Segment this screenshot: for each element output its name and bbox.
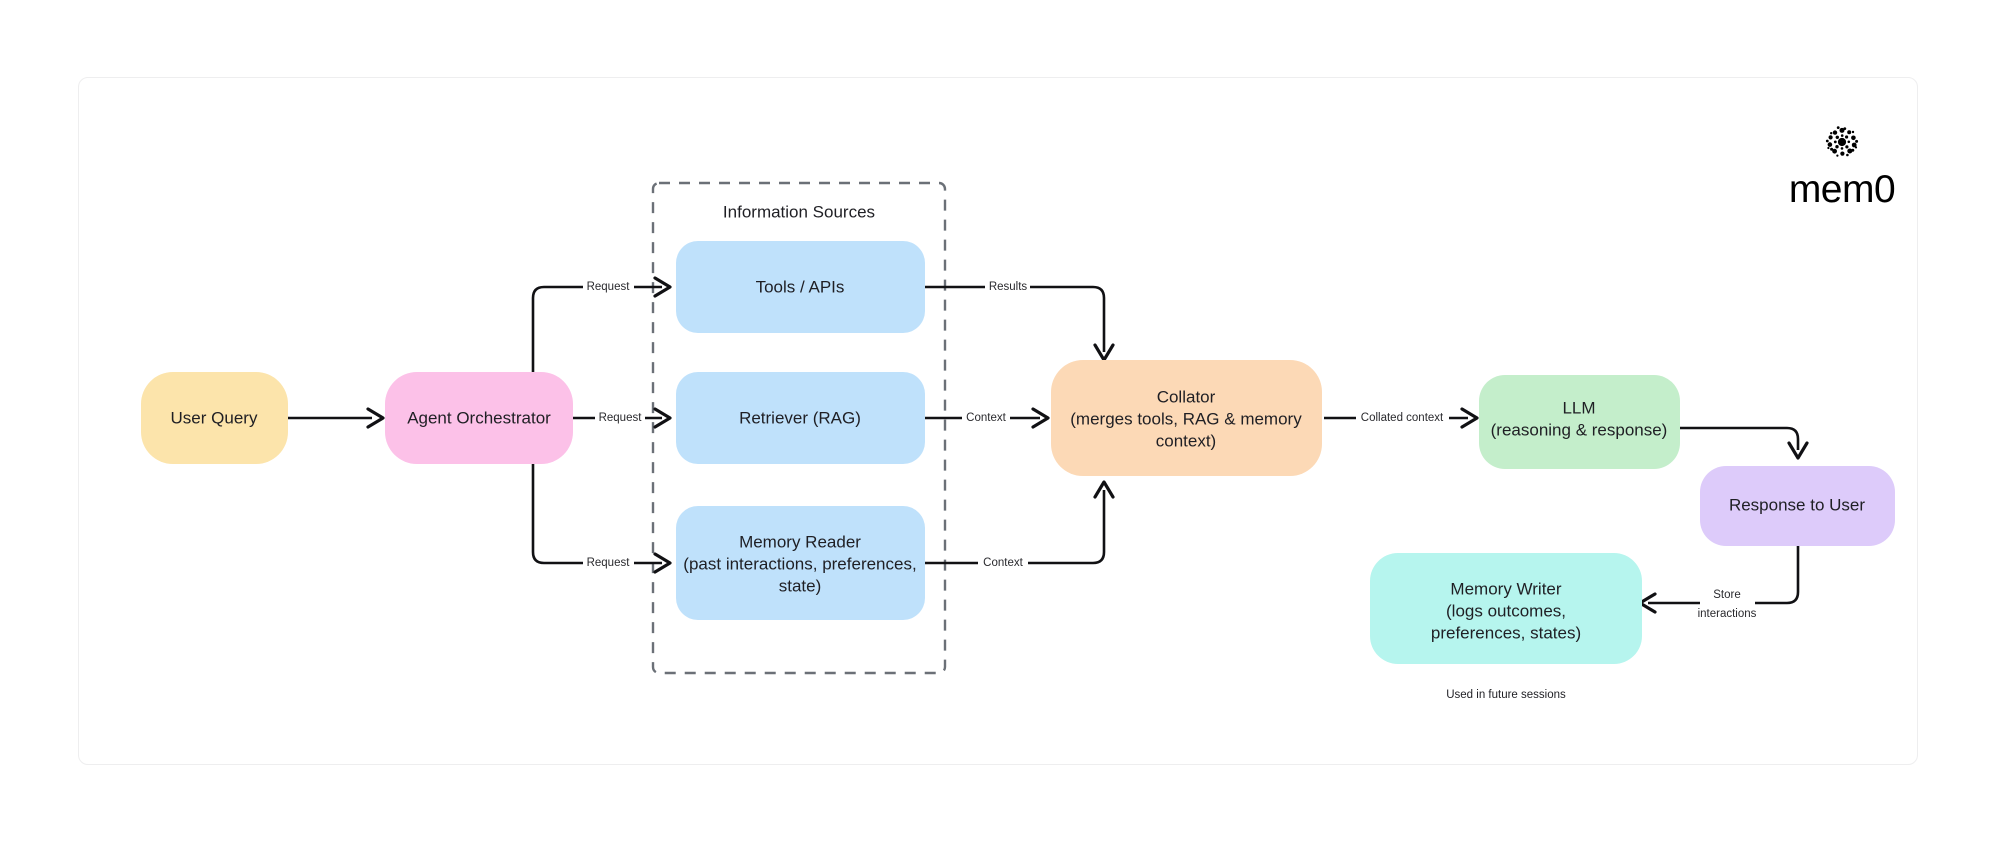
edge-label-request-retriever: Request: [599, 412, 643, 424]
node-memory-writer-label-line2: (logs outcomes,: [1446, 601, 1566, 620]
node-llm-label-line2: (reasoning & response): [1491, 420, 1668, 439]
node-agent-orchestrator-shape[interactable]: [385, 372, 573, 464]
node-agent-orchestrator-label: Agent Orchestrator: [407, 408, 551, 427]
node-memory-reader-label-line2: (past interactions, preferences,: [683, 554, 916, 573]
node-memory-writer-label-line1: Memory Writer: [1450, 579, 1561, 598]
node-memory-reader-label-line1: Memory Reader: [739, 532, 861, 551]
group-title-label: Information Sources: [723, 202, 875, 221]
node-user-query-label: User Query: [171, 408, 258, 427]
node-llm-shape[interactable]: [1479, 375, 1680, 469]
edge-llm-to-response: [1679, 426, 1809, 460]
note-used-in-future-sessions: Used in future sessions: [1446, 689, 1566, 701]
node-collator-label-line1: Collator: [1157, 387, 1216, 406]
edge-retriever-to-collator: Context: [925, 407, 1050, 429]
edge-label-context-retriever: Context: [966, 412, 1006, 424]
group-border: [651, 181, 947, 675]
node-tools-apis-shape[interactable]: [676, 241, 925, 333]
node-retriever-rag[interactable]: Retriever (RAG): [676, 372, 925, 464]
edge-response-to-memory-writer: Store interactions: [1638, 545, 1800, 620]
edge-label-request-tools: Request: [587, 281, 631, 293]
node-memory-writer-shape[interactable]: [1370, 553, 1642, 664]
node-memory-reader-label-line3: state): [779, 576, 822, 595]
node-memory-writer-label-line3: preferences, states): [1431, 623, 1581, 642]
node-collator-shape[interactable]: [1051, 360, 1322, 476]
edge-collator-to-llm: Collated context: [1324, 407, 1479, 429]
node-user-query[interactable]: User Query: [141, 372, 288, 464]
node-memory-reader[interactable]: Memory Reader (past interactions, prefer…: [676, 506, 925, 620]
mem0-logo: mem0: [1782, 118, 1902, 209]
edge-label-store-interactions-line1: Store: [1713, 589, 1741, 601]
edge-label-collated-context: Collated context: [1361, 412, 1444, 424]
node-tools-apis-label: Tools / APIs: [756, 277, 845, 296]
node-agent-orchestrator[interactable]: Agent Orchestrator: [385, 372, 573, 464]
node-llm-label-line1: LLM: [1562, 398, 1595, 417]
edge-orchestrator-to-memory-reader: Request: [531, 458, 672, 574]
node-collator-label-line2: (merges tools, RAG & memory: [1070, 409, 1302, 428]
edge-label-store-interactions-line2: interactions: [1698, 608, 1757, 620]
node-retriever-rag-label: Retriever (RAG): [739, 408, 861, 427]
edge-label-request-memory-reader: Request: [587, 557, 631, 569]
edge-orchestrator-to-tools: Request: [531, 276, 672, 378]
node-response-to-user-shape[interactable]: [1700, 466, 1895, 546]
dot-cluster-icon: [1825, 126, 1859, 157]
node-response-to-user[interactable]: Response to User: [1700, 466, 1895, 546]
edge-orchestrator-to-retriever: Request: [573, 407, 672, 429]
node-collator[interactable]: Collator (merges tools, RAG & memory con…: [1051, 360, 1322, 476]
node-memory-writer[interactable]: Memory Writer (logs outcomes, preference…: [1370, 553, 1642, 664]
node-user-query-shape[interactable]: [141, 372, 288, 464]
edge-label-context-memory-reader: Context: [983, 557, 1023, 569]
node-response-to-user-label: Response to User: [1729, 495, 1865, 514]
group-information-sources: Information Sources: [651, 181, 947, 675]
edge-label-results: Results: [989, 281, 1028, 293]
node-retriever-rag-shape[interactable]: [676, 372, 925, 464]
edge-tools-to-collator: Results: [925, 281, 1115, 362]
node-memory-reader-shape[interactable]: [676, 506, 925, 620]
edge-memory-reader-to-collator: Context: [925, 480, 1115, 569]
node-tools-apis[interactable]: Tools / APIs: [676, 241, 925, 333]
node-collator-label-line3: context): [1156, 431, 1216, 450]
edge-user-query-to-orchestrator: [288, 407, 385, 429]
mem0-wordmark: mem0: [1788, 168, 1896, 211]
node-llm[interactable]: LLM (reasoning & response): [1479, 375, 1680, 469]
